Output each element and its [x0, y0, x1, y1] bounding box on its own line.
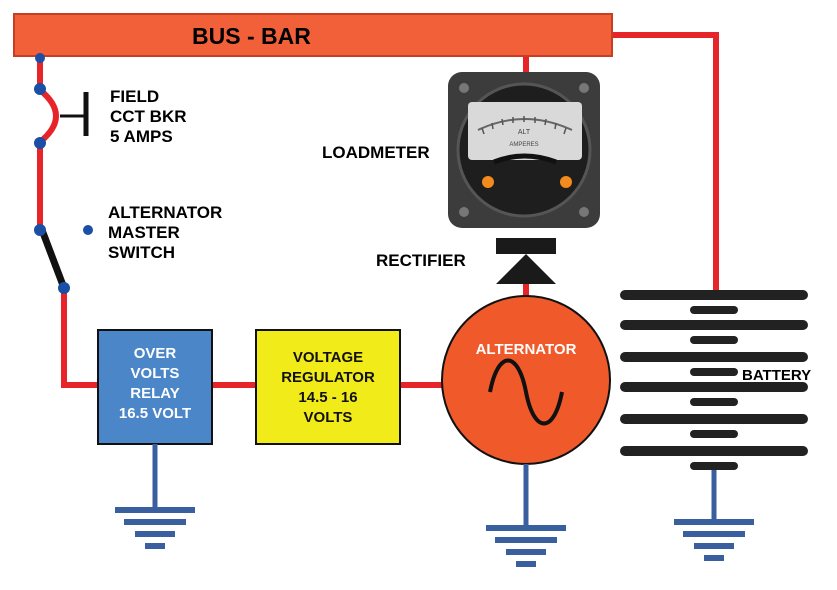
- regulator-label-4: VOLTS: [304, 409, 353, 426]
- relay-label-3: RELAY: [130, 385, 179, 402]
- meter-face-label: AMPERES: [509, 142, 538, 148]
- master-switch-label-3: SWITCH: [108, 243, 175, 262]
- rectifier-diode-icon: [496, 238, 556, 284]
- bus-bar: [13, 13, 613, 57]
- alternator-master-switch: [34, 224, 93, 294]
- switch-terminal-bottom: [58, 282, 70, 294]
- ground-battery-icon: [674, 470, 754, 561]
- wire-bus-to-battery: [609, 32, 719, 293]
- battery-label: BATTERY: [742, 367, 811, 384]
- wire-switch-to-relay: [61, 285, 101, 388]
- master-switch-label-2: MASTER: [108, 223, 180, 242]
- meter-screw-br: [579, 207, 589, 217]
- relay-label-2: VOLTS: [131, 365, 180, 382]
- breaker-terminal-bottom: [34, 137, 46, 149]
- meter-screw-tl: [459, 83, 469, 93]
- switch-blade: [38, 228, 68, 290]
- relay-label-4: 16.5 VOLT: [119, 405, 191, 422]
- meter-scale-ticks: [481, 116, 567, 135]
- meter-needle-arc: [493, 153, 557, 165]
- bus-bar-label: BUS - BAR: [192, 23, 311, 49]
- meter-window: [468, 102, 582, 160]
- switch-terminal-top: [34, 224, 46, 236]
- ground-alternator-icon: [486, 464, 566, 567]
- rectifier-bar: [496, 238, 556, 254]
- wiring: [37, 32, 719, 388]
- loadmeter-label: LOADMETER: [322, 143, 430, 162]
- meter-screw-bl: [459, 207, 469, 217]
- meter-screw-tr: [579, 83, 589, 93]
- alternator-body: [441, 295, 611, 465]
- breaker-arc: [38, 87, 59, 145]
- rectifier-triangle: [496, 254, 556, 284]
- breaker-terminal-top: [34, 83, 46, 95]
- master-switch-label-1: ALTERNATOR: [108, 203, 222, 222]
- regulator-label-1: VOLTAGE: [293, 349, 363, 366]
- rectifier-label: RECTIFIER: [376, 251, 466, 270]
- meter-lamp-left: [482, 176, 494, 188]
- field-breaker-label-1: FIELD: [110, 87, 159, 106]
- loadmeter-gauge: ALT AMPERES: [448, 72, 600, 228]
- regulator-label-3: 14.5 - 16: [298, 389, 357, 406]
- field-breaker-label-3: 5 AMPS: [110, 127, 173, 146]
- field-breaker-label-2: CCT BKR: [110, 107, 187, 126]
- field-circuit-breaker: [34, 53, 89, 149]
- meter-scale-label: ALT: [518, 129, 531, 136]
- switch-contact: [83, 225, 93, 235]
- alternator-sine-icon: [488, 358, 564, 426]
- meter-lamp-right: [560, 176, 572, 188]
- relay-label-1: OVER: [134, 345, 177, 362]
- ground-relay-icon: [115, 444, 195, 549]
- bus-terminal: [35, 53, 45, 63]
- voltage-regulator-box: [255, 329, 401, 445]
- alternator-label: ALTERNATOR: [476, 341, 577, 358]
- battery: [620, 290, 808, 470]
- regulator-label-2: REGULATOR: [281, 369, 375, 386]
